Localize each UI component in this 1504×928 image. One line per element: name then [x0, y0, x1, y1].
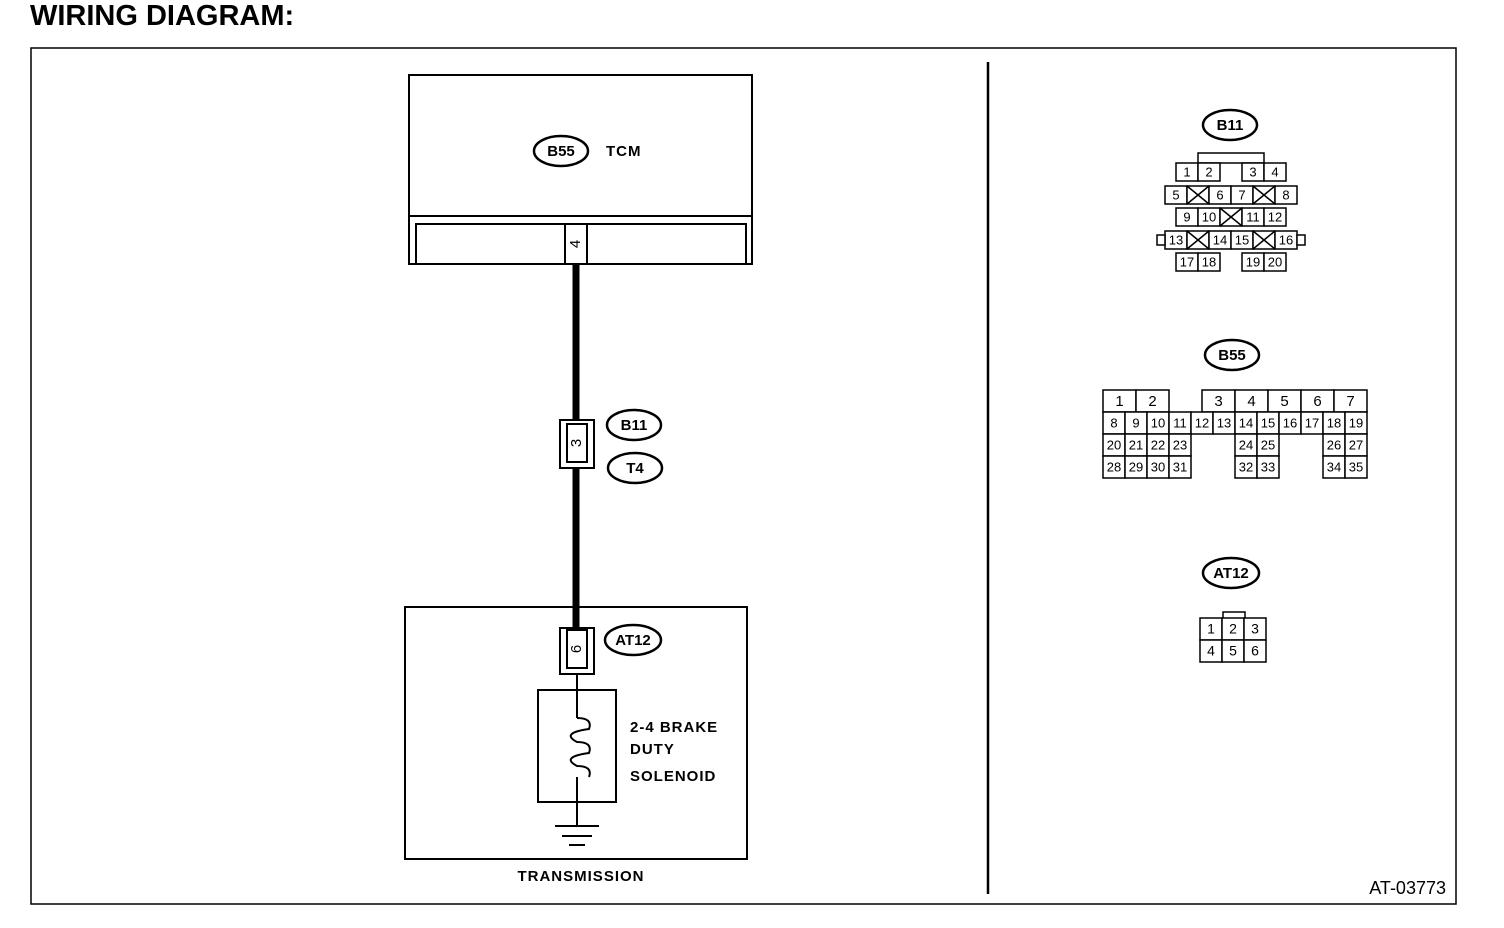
b55-pin: 25	[1261, 437, 1275, 452]
b55-pin: 20	[1107, 437, 1121, 452]
b55-view-label: B55	[1218, 347, 1246, 364]
b55-pin: 34	[1327, 459, 1341, 474]
at12-pin: 4	[1207, 643, 1215, 659]
b11-pin: 10	[1202, 209, 1216, 224]
solenoid-label-line-3: SOLENOID	[630, 768, 716, 785]
tcm-label: TCM	[606, 143, 642, 160]
transmission-label: TRANSMISSION	[517, 868, 644, 885]
solenoid-label-line-2: DUTY	[630, 741, 675, 758]
b55-pin: 5	[1280, 393, 1288, 410]
b11-pin: 6	[1216, 187, 1223, 202]
at12-pin: 2	[1229, 621, 1237, 637]
b55-pin: 9	[1132, 415, 1139, 430]
b11-pin: 8	[1282, 187, 1289, 202]
b55-pin: 10	[1151, 415, 1165, 430]
b55-pin: 15	[1261, 415, 1275, 430]
tcm-connector-badge	[532, 134, 590, 168]
b55-pin: 18	[1327, 415, 1341, 430]
b55-pin: 27	[1349, 437, 1363, 452]
solenoid-label-line-1: 2-4 BRAKE	[630, 719, 718, 736]
page-title: WIRING DIAGRAM:	[30, 0, 295, 32]
b55-pin: 22	[1151, 437, 1165, 452]
b55-pin: 7	[1346, 393, 1354, 410]
b11-pin: 12	[1268, 209, 1282, 224]
b55-pin: 6	[1313, 393, 1321, 410]
tcm-connector-id: B55	[547, 143, 575, 160]
b55-pin: 8	[1110, 415, 1117, 430]
transmission-unit: 6 AT12 2-4 BRAKE DUTY SOLENOID	[404, 606, 748, 860]
b11-pin: 3	[1249, 164, 1256, 179]
b55-pin: 13	[1217, 415, 1231, 430]
b11-pin: 16	[1279, 232, 1293, 247]
b55-pin: 24	[1239, 437, 1253, 452]
junction-connector: 3 B11 T4	[559, 408, 664, 485]
b55-pin: 1	[1115, 393, 1123, 410]
b11-pin: 14	[1213, 232, 1227, 247]
b55-pin: 29	[1129, 459, 1143, 474]
b11-pin: 11	[1246, 209, 1260, 224]
b55-pin: 3	[1214, 393, 1222, 410]
b55-pin: 14	[1239, 415, 1253, 430]
b55-pin: 2	[1148, 393, 1156, 410]
junction-badge-top	[605, 408, 663, 442]
b55-pin: 33	[1261, 459, 1275, 474]
b11-pin: 17	[1180, 254, 1194, 269]
junction-badge-bottom	[606, 451, 664, 485]
b55-pin: 23	[1173, 437, 1187, 452]
at12-connector-id: AT12	[615, 632, 651, 649]
b55-pin: 16	[1283, 415, 1297, 430]
b55-pin: 19	[1349, 415, 1363, 430]
at12-view-label: AT12	[1213, 565, 1249, 582]
b11-pin: 7	[1238, 187, 1245, 202]
b11-pin: 18	[1202, 254, 1216, 269]
tcm-pin-number: 4	[567, 240, 584, 248]
b11-pin: 19	[1246, 254, 1260, 269]
junction-pin-number: 3	[568, 439, 585, 447]
b55-pin: 26	[1327, 437, 1341, 452]
b11-view-badge	[1201, 108, 1259, 142]
b55-pin: 28	[1107, 459, 1121, 474]
b11-pin: 1	[1183, 164, 1190, 179]
at12-badge	[603, 623, 663, 657]
b11-pin: 15	[1235, 232, 1249, 247]
junction-connector-id-bottom: T4	[626, 460, 644, 477]
b55-pin: 12	[1195, 415, 1209, 430]
at12-pin-number: 6	[568, 645, 585, 653]
b11-pin: 20	[1268, 254, 1282, 269]
b55-pin: 31	[1173, 459, 1187, 474]
b55-pin: 11	[1173, 415, 1187, 430]
at12-view-badge	[1201, 556, 1261, 590]
b11-pin: 4	[1271, 164, 1278, 179]
b11-pin: 13	[1169, 232, 1183, 247]
b55-pin: 30	[1151, 459, 1165, 474]
b55-pin: 4	[1247, 393, 1255, 410]
b55-pin: 35	[1349, 459, 1363, 474]
b55-view-badge	[1203, 338, 1261, 372]
reference-code: AT-03773	[1369, 878, 1446, 898]
solenoid-coil	[569, 717, 591, 778]
b11-pin: 2	[1205, 164, 1212, 179]
b55-pin: 32	[1239, 459, 1253, 474]
at12-pin: 6	[1251, 643, 1259, 659]
b11-pin: 5	[1172, 187, 1179, 202]
b55-pin: 17	[1305, 415, 1319, 430]
b55-pin: 21	[1129, 437, 1143, 452]
diagram-frame	[30, 47, 1457, 905]
b11-view-label: B11	[1217, 117, 1244, 134]
at12-pin: 3	[1251, 621, 1259, 637]
at12-pin: 1	[1207, 621, 1215, 637]
b11-pin: 9	[1183, 209, 1190, 224]
tcm-unit: 4 B55 TCM	[408, 74, 753, 265]
junction-connector-id-top: B11	[621, 417, 648, 434]
at12-pin: 5	[1229, 643, 1237, 659]
